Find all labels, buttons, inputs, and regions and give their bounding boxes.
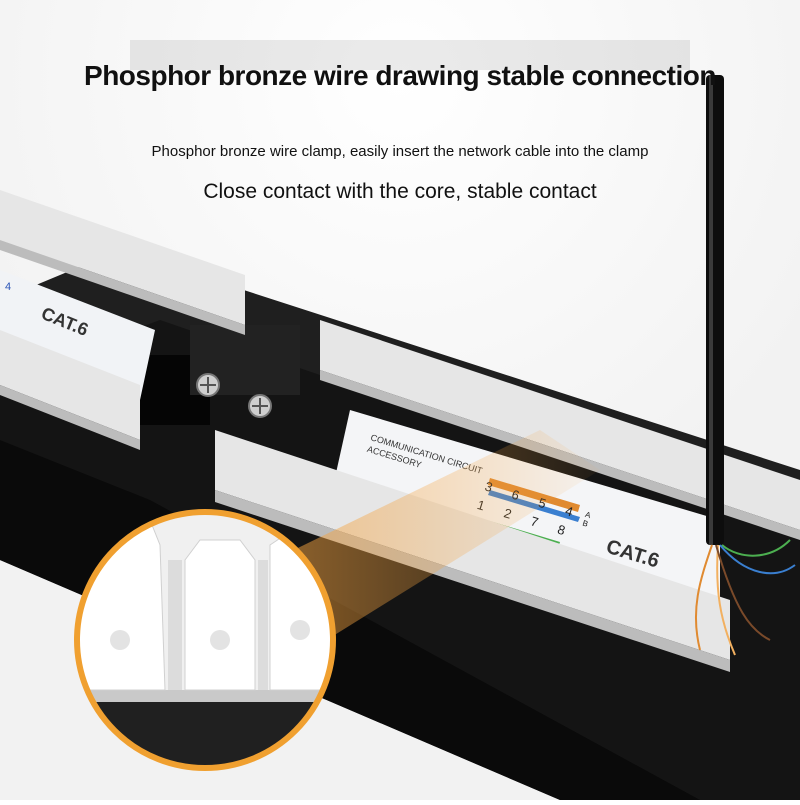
left-label-plate bbox=[0, 270, 155, 400]
subline-2: Close contact with the core, stable cont… bbox=[203, 180, 597, 203]
screw-icon bbox=[196, 373, 220, 397]
pin-number: 7 bbox=[529, 513, 540, 529]
screw-icon bbox=[248, 394, 272, 418]
left-lower-clamp-strip bbox=[0, 330, 140, 450]
subline-1: Phosphor bronze wire clamp, easily inser… bbox=[151, 143, 649, 160]
headline: Phosphor bronze wire drawing stable conn… bbox=[84, 60, 716, 91]
pin-number: 8 bbox=[556, 522, 567, 538]
pin-number: 4 bbox=[563, 503, 574, 519]
network-cable bbox=[694, 75, 796, 656]
left-pin-digit: 4 bbox=[5, 281, 11, 293]
pair-letter: A bbox=[584, 510, 592, 520]
background-blur bbox=[130, 40, 690, 70]
pair-letter: B bbox=[581, 518, 589, 528]
left-upper-clamp-strip bbox=[0, 190, 245, 335]
callout-ring bbox=[74, 509, 336, 771]
